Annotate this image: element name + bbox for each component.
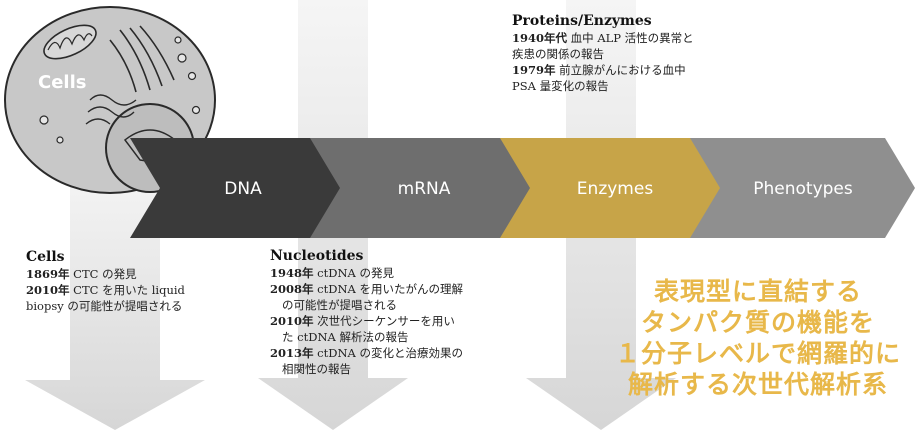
mitochondrion-icon [43,24,97,60]
cells-heading: Cells [26,249,65,265]
proteins-entry: 疾患の関係の報告 [512,47,604,61]
message-line: タンパク質の機能を [640,308,875,337]
nucleotides-heading: Nucleotides [270,248,364,264]
nucleotides-entry: 2010年 次世代シーケンサーを用い [270,314,455,328]
chevron-label-mrna: mRNA [398,179,451,199]
nucleotides-entry: 相関性の報告 [282,362,351,376]
proteins-entry: PSA 量変化の報告 [512,79,609,93]
chevron-mrna [310,138,538,238]
nucleotides-entry: た ctDNA 解析法の報告 [282,330,409,344]
headline-message: 表現型に直結する タンパク質の機能を １分子レベルで網羅的に 解析する次世代解析… [600,276,916,400]
chevron-label-enzymes: Enzymes [577,179,654,199]
message-line: 表現型に直結する [653,277,862,306]
nucleotides-entry: 2013年 ctDNA の変化と治療効果の [270,346,463,360]
proteins-entry: 1979年 前立腺がんにおける血中 [512,63,686,77]
chevron-dna [130,138,355,238]
process-flow: DNA mRNA Enzymes Phenotypes [130,138,915,238]
message-line: １分子レベルで網羅的に [614,339,901,368]
cells-entry: 2010年 CTC を用いた liquid [26,283,185,297]
proteins-heading: Proteins/Enzymes [512,13,652,29]
cells-entry: biopsy の可能性が提唱される [26,299,183,313]
proteins-history-note: Proteins/Enzymes 1940年代 血中 ALP 活性の異常と 疾患… [512,12,694,94]
chevron-label-phenotypes: Phenotypes [753,179,853,199]
nucleotides-history-note: Nucleotides 1948年 ctDNA の発見 2008年 ctDNA … [270,247,463,377]
golgi-icon [109,25,175,93]
vesicle-icons [39,36,201,144]
cells-history-note: Cells 1869年 CTC の発見 2010年 CTC を用いた liqui… [26,248,185,314]
cell-label: Cells [38,72,86,93]
nucleotides-entry: 2008年 ctDNA を用いたがんの理解 [270,282,463,296]
chevron-label-dna: DNA [224,179,262,199]
nucleotides-entry: の可能性が提唱される [282,298,397,312]
chevron-phenotypes [690,138,915,238]
endoplasmic-reticulum-icon [85,94,137,125]
chevron-enzymes [500,138,730,238]
proteins-entry: 1940年代 血中 ALP 活性の異常と [512,31,694,45]
nucleotides-entry: 1948年 ctDNA の発見 [270,266,394,280]
message-line: 解析する次世代解析系 [627,370,888,399]
cells-entry: 1869年 CTC の発見 [26,267,137,281]
